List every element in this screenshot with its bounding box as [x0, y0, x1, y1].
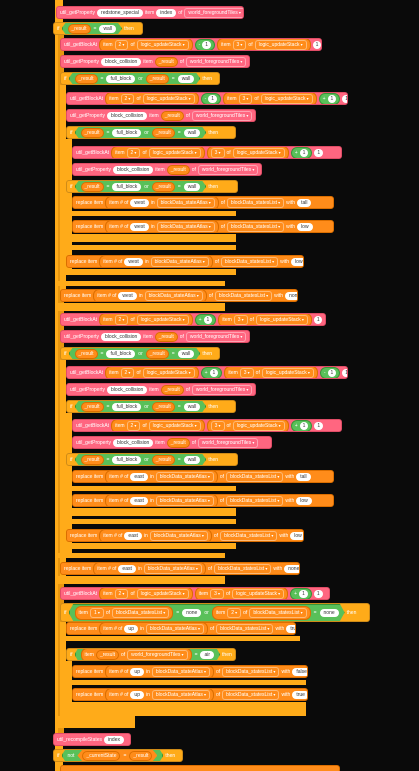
if-block-1[interactable]: if _result = wall then — [53, 22, 143, 35]
if-block-4[interactable]: if _result = full_block or _result = wal… — [66, 180, 238, 193]
replace-item-9[interactable]: replace item item # of up in blockData_s… — [66, 622, 296, 635]
if-arm-8 — [60, 622, 66, 717]
if-close-9 — [66, 702, 306, 708]
replace-item-2[interactable]: replace item item # of west in blockData… — [72, 220, 334, 233]
if-block-8[interactable]: if item 1 of blockData_statesList = none… — [60, 603, 370, 622]
else-arm-4 — [66, 486, 236, 491]
get-property-block-3[interactable]: util_getProperty block_collision item _r… — [66, 109, 256, 122]
get-block-at-4[interactable]: util_getBlockAt item 2 of logic_updateSt… — [60, 313, 326, 326]
get-property-block-2[interactable]: util_getProperty block_collision item _r… — [60, 55, 250, 68]
else-arm-7 — [60, 636, 300, 641]
if-arm-3 — [66, 139, 72, 274]
if-close-1 — [55, 716, 135, 728]
if-block-6[interactable]: if _result = full_block or _result = wal… — [66, 400, 236, 413]
if-arm-5 — [60, 360, 66, 580]
if-close-2 — [55, 303, 225, 311]
get-block-at-3[interactable]: util_getBlockAt item 2 of logic_updateSt… — [72, 146, 342, 159]
replace-item-11[interactable]: replace item item # of up in blockData_s… — [72, 688, 308, 701]
replace-item-7[interactable]: replace item item # of east in blockData… — [66, 529, 304, 542]
else-arm-8 — [66, 680, 306, 685]
if-block-2[interactable]: if _result = full_block or _result = wal… — [60, 72, 220, 85]
else-arm-2 — [60, 245, 236, 250]
else-arm-5 — [60, 519, 236, 524]
replace-item-8[interactable]: replace item item # of east in blockData… — [60, 562, 300, 575]
get-block-at-2[interactable]: util_getBlockAt item 2 of logic_updateSt… — [66, 92, 348, 105]
if-block-7[interactable]: if _result = full_block or _result = wal… — [66, 453, 238, 466]
if-close-5 — [55, 576, 225, 584]
equals-condition[interactable]: _result = wall — [62, 22, 123, 35]
if-block-5[interactable]: if _result = full_block or _result = wal… — [60, 347, 220, 360]
get-property-block-5[interactable]: util_getProperty block_collision item _r… — [60, 330, 250, 343]
replace-item-3[interactable]: replace item item # of west in blockData… — [66, 255, 304, 268]
if-arm-6 — [66, 413, 72, 553]
if-close-4 — [66, 234, 236, 242]
partial-block-bottom[interactable] — [60, 765, 340, 771]
else-arm-6 — [55, 553, 225, 558]
if-block-10[interactable]: if not _currentState = _result then — [53, 749, 183, 762]
if-close-6 — [60, 543, 236, 549]
replace-item-6[interactable]: replace item item # of east in blockData… — [72, 494, 334, 507]
else-arm-1 — [66, 211, 236, 216]
get-property-block-4[interactable]: util_getProperty block_collision item _r… — [72, 163, 262, 176]
replace-item-4[interactable]: replace item item # of west in blockData… — [60, 289, 298, 302]
if-block-9[interactable]: if item _result of world_foregroundTiles… — [66, 648, 236, 661]
get-property-block-7[interactable]: util_getProperty block_collision item _r… — [72, 436, 272, 449]
if-close-3 — [60, 269, 236, 275]
if-arm-2 — [60, 85, 66, 295]
get-property-block-1[interactable]: util_getProperty redstone_special item i… — [56, 6, 244, 19]
else-arm-3 — [55, 281, 225, 286]
if-block-3[interactable]: if _result = full_block or _result = wal… — [66, 126, 236, 139]
get-block-at-6[interactable]: util_getBlockAt item 2 of logic_updateSt… — [72, 419, 342, 432]
replace-item-5[interactable]: replace item item # of east in blockData… — [72, 470, 334, 483]
replace-item-10[interactable]: replace item item # of up in blockData_s… — [72, 665, 308, 678]
get-block-at-7[interactable]: util_getBlockAt item 2 of logic_updateSt… — [60, 587, 330, 600]
if-close-7 — [66, 508, 236, 516]
replace-item-1[interactable]: replace item item # of west in blockData… — [72, 196, 334, 209]
if-close-8 — [60, 708, 306, 716]
recompile-states-block[interactable]: util_recompileStates index — [53, 733, 131, 746]
get-block-at-1[interactable]: util_getBlockAt item 2 of logic_updateSt… — [60, 38, 322, 51]
get-block-at-5[interactable]: util_getBlockAt item 2 of logic_updateSt… — [66, 366, 348, 379]
get-property-block-6[interactable]: util_getProperty block_collision item _r… — [66, 383, 256, 396]
